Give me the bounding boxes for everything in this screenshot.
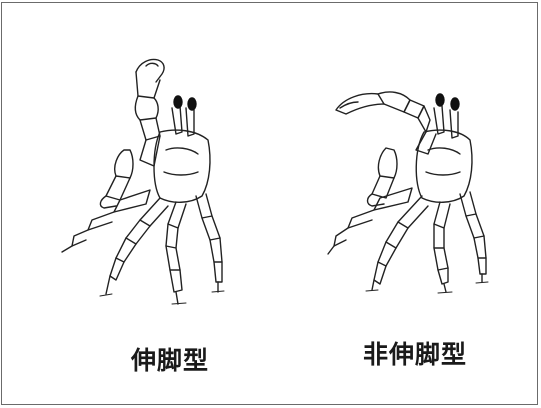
left-walking-legs: [62, 190, 222, 304]
crab-left-drawing: [62, 60, 224, 305]
right-ground-marks: [366, 282, 488, 293]
right-carapace: [416, 130, 472, 202]
left-caption: 伸脚型: [131, 341, 209, 377]
left-small-claw: [100, 150, 133, 208]
left-ground-marks: [100, 291, 224, 304]
left-carapace: [154, 130, 210, 202]
left-raised-claw: [135, 60, 164, 167]
right-eye-2: [451, 98, 459, 110]
right-eye-1: [436, 94, 444, 106]
right-walking-legs: [328, 188, 486, 292]
left-eye-1: [174, 96, 182, 108]
crab-right-drawing: [328, 92, 488, 293]
left-eye-2: [188, 98, 196, 110]
right-forward-claw: [336, 92, 436, 154]
right-caption: 非伸脚型: [363, 335, 467, 371]
